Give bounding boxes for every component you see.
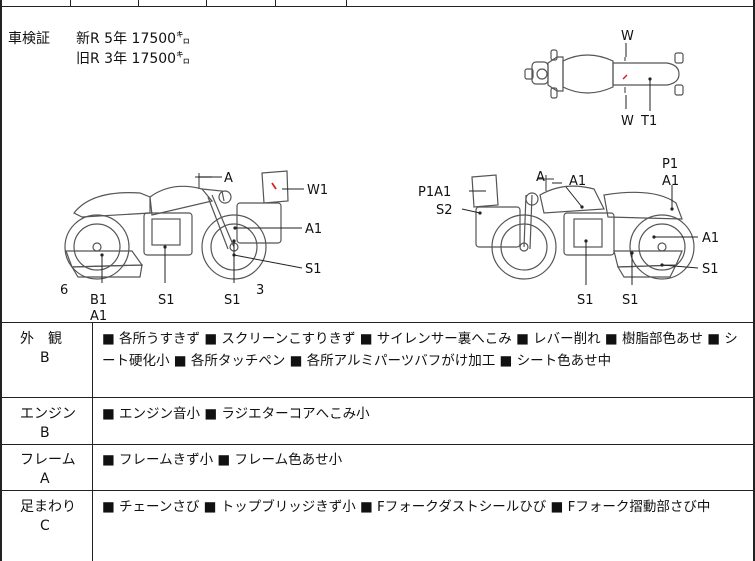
category-name: フレーム [20,452,76,468]
left-callout-a1-bottom: A1 [90,309,107,320]
section-notes: ■ 各所うすきず ■ スクリーンこすりきず ■ サイレンサー裏へこみ ■ レバー… [102,331,738,369]
category-grade: C [40,518,50,534]
table-top-strip [2,0,753,7]
category-name: エンジン [20,406,76,422]
right-callout-p1: P1 [662,157,678,172]
section-notes: ■ フレームきず小 ■ フレーム色あせ小 [102,452,343,468]
right-callout-s1-middle: S1 [577,293,594,308]
top-callout-t1: T1 [640,114,657,129]
section-notes: ■ エンジン音小 ■ ラジエターコアへこみ小 [102,406,370,422]
section-notes: ■ チェーンさび ■ トップブリッジきず小 ■ Fフォークダストシールひび ■ … [102,499,711,515]
column-divider [92,322,93,561]
section-frame: フレーム A ■ フレームきず小 ■ フレーム色あせ小 [2,449,753,489]
right-callout-s1-front: S1 [622,293,639,308]
left-callout-3: 3 [256,283,264,298]
top-callout-w-top: W [621,29,634,44]
right-callout-p1a1: P1A1 [418,185,451,200]
left-callout-b1: B1 [90,293,107,308]
left-callout-a: A [224,171,233,186]
divider-diagram [2,322,753,323]
right-callout-s2: S2 [436,203,453,218]
section-exterior: 外 観 B ■ 各所うすきず ■ スクリーンこすりきず ■ サイレンサー裏へこみ… [2,328,753,398]
category-grade: A [40,471,50,487]
left-callout-a1: A1 [305,222,322,237]
right-callout-a1-front: A1 [702,231,719,246]
divider-exterior [2,397,753,398]
right-callout-a: A [536,170,545,185]
left-callout-s1-right: S1 [305,262,322,277]
damage-diagram-area: 車検証 新R 5年 17500㌔ 旧R 3年 17500㌔ [2,7,753,322]
left-side-diagram: A W1 A1 S1 3 6 B1 A1 S1 S1 [60,170,328,320]
left-callout-w1: W1 [307,183,328,198]
section-suspension: 足まわり C ■ チェーンさび ■ トップブリッジきず小 ■ Fフォークダストシ… [2,496,753,556]
certificate-label: 車検証 [8,31,50,47]
top-view-diagram: W W T1 [524,29,684,129]
right-callout-a1: A1 [569,174,586,189]
divider-engine [2,444,753,445]
left-callout-s1-middle: S1 [158,293,175,308]
category-name: 外 観 [20,331,62,347]
top-callout-w-bottom: W [621,114,634,129]
category-grade: B [40,425,50,441]
certificate-old-row: 旧R 3年 17500㌔ [76,51,191,67]
category-name: 足まわり [20,499,76,515]
right-callout-s1-right: S1 [702,262,719,277]
divider-frame [2,490,753,491]
right-side-diagram: A A1 P1 A1 P1A1 S2 A1 S1 S1 S1 [418,157,719,308]
right-callout-a1-top: A1 [662,174,679,189]
left-callout-6: 6 [60,283,68,298]
section-engine: エンジン B ■ エンジン音小 ■ ラジエターコアへこみ小 [2,403,753,443]
category-grade: B [40,350,50,366]
left-callout-s1-front: S1 [224,293,241,308]
certificate-new-row: 新R 5年 17500㌔ [76,31,191,47]
